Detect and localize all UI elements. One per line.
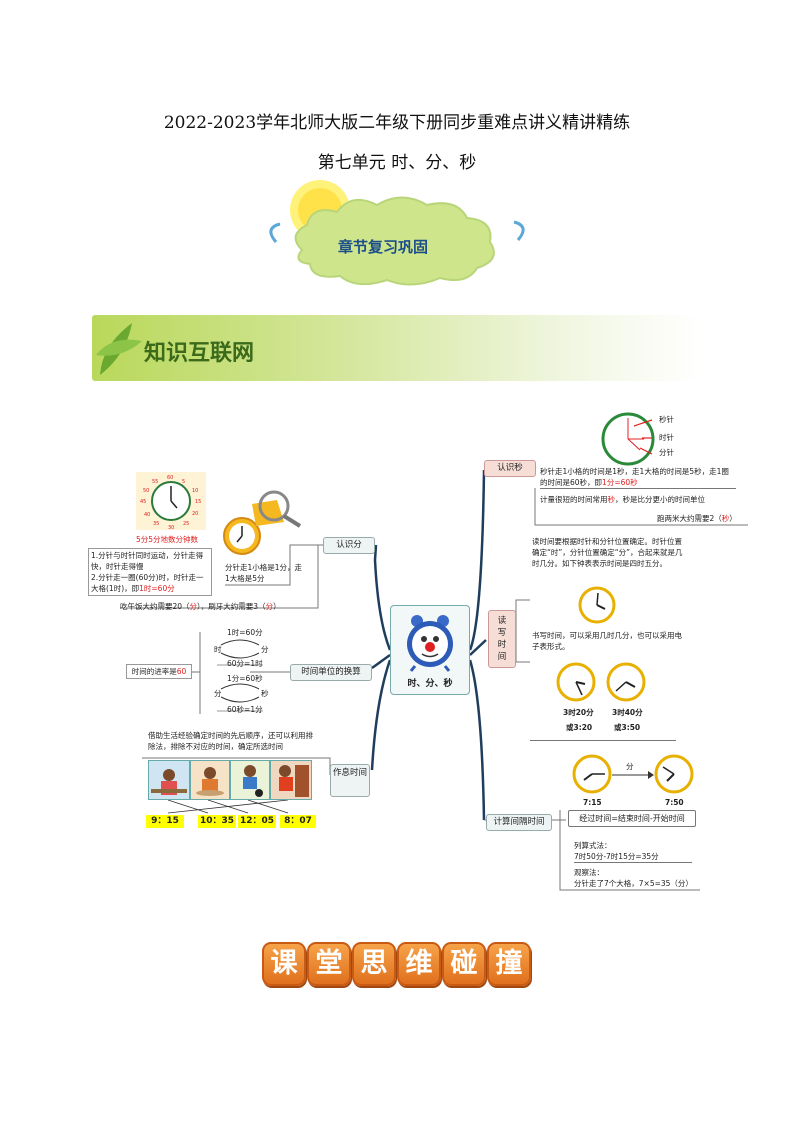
- center-node: 时、分、秒: [390, 605, 470, 695]
- clock-3-40-icon: [606, 662, 646, 702]
- leaf-icon: [96, 323, 142, 375]
- svg-text:40: 40: [144, 512, 150, 518]
- time-chip-3: 12：05: [238, 815, 276, 828]
- chapter-review-label: 章节复习巩固: [338, 238, 429, 256]
- clock-7-50-icon: [654, 754, 694, 794]
- time-chip-1: 9：15: [146, 815, 184, 828]
- svg-text:20: 20: [192, 511, 198, 517]
- second-clock-icon: [601, 412, 655, 466]
- calc-text: 7时50分-7时15分=35分: [574, 851, 692, 863]
- clock-a-alt: 或3:20: [566, 723, 593, 732]
- chapter-review-banner: 章节复习巩固: [262, 180, 532, 290]
- svg-text:50: 50: [143, 488, 149, 494]
- svg-text:30: 30: [168, 525, 174, 530]
- label-minute-hand: 分针: [659, 448, 674, 457]
- read-note: 读时间要根据时针和分针位置确定。时针位置确定“时”，分针位置确定“分”，合起来就…: [532, 537, 683, 568]
- minute-note: 分针走1小格是1分，走1大格是5分: [225, 563, 303, 583]
- unit-note: 计量很短的时间常用秒，秒是比分更小的时间单位: [540, 495, 705, 504]
- svg-text:10: 10: [192, 488, 198, 494]
- center-label: 时、分、秒: [407, 679, 453, 689]
- branch-read-write: 读写时间: [488, 610, 516, 668]
- alarm-clock-icon: [407, 615, 453, 672]
- label-hour-hand: 时针: [659, 433, 674, 442]
- observe-text: 分针走了7个大格，7×5=35（分）: [574, 879, 693, 888]
- branch-conversion: 时间单位的换算: [290, 664, 372, 681]
- time-chip-2: 10：35: [198, 815, 236, 828]
- svg-text:25: 25: [183, 521, 189, 527]
- picture-playing: [230, 760, 270, 800]
- unit-subtitle: 第七单元 时、分、秒: [317, 153, 477, 173]
- svg-text:60: 60: [167, 475, 173, 481]
- clock-7-15-icon: [572, 754, 612, 794]
- clock-3-20-icon: [556, 662, 596, 702]
- picture-leaving: [270, 760, 312, 800]
- write-note: 书写时间，可以采用几时几分，也可以采用电子表形式。: [532, 631, 682, 651]
- svg-text:35: 35: [153, 521, 159, 527]
- clock-a-label: 3时20分: [563, 708, 594, 717]
- unit-minute-2: 分: [214, 689, 222, 698]
- svg-text:55: 55: [152, 479, 158, 485]
- unit-hour: 时: [214, 645, 222, 654]
- picture-reading: [148, 760, 190, 800]
- run-note: 跑两米大约需要2（秒）: [657, 514, 737, 523]
- minute-rules: 1.分针与时针同时运动，分针走得快，时针走得慢 2.分针走一圈(60分)时，时针…: [88, 548, 212, 596]
- clock-caption: 5分5分地数分钟数: [136, 535, 199, 544]
- footer-char-1: 课: [262, 942, 306, 986]
- clock-b-label: 3时40分: [612, 708, 643, 717]
- eq-hour-minute: 1时=60分: [227, 628, 263, 637]
- sun-cloud-icon: [269, 180, 525, 286]
- schedule-note: 借助生活经验确定时间的先后顺序，还可以利用排除法，排除不对应的时间，确定所选时间: [148, 731, 313, 751]
- branch-second: 认识秒: [484, 460, 536, 477]
- unit-second: 秒: [261, 689, 269, 698]
- svg-text:5: 5: [182, 479, 185, 485]
- footer-char-2: 堂: [307, 942, 351, 986]
- observe-title: 观察法：: [574, 868, 604, 877]
- clock-four-five-icon: [578, 586, 616, 624]
- arrow-label: 分: [626, 762, 634, 771]
- svg-text:15: 15: [195, 499, 201, 505]
- eq-minute-second: 1分=60秒: [227, 674, 263, 683]
- estimate-note: 吃午饭大约需要20（分），刷牙大约需要3（分）: [120, 602, 281, 611]
- calc-title: 列算式法：: [574, 841, 612, 850]
- section-banner: 知识互联网: [92, 315, 700, 381]
- footer-char-5: 碰: [442, 942, 486, 986]
- rate-label: 时间的进率是60: [126, 664, 192, 679]
- eq-second-minute: 60秒=1分: [227, 705, 263, 714]
- branch-schedule: 作息时间: [330, 764, 370, 797]
- second-note: 秒针走1小格的时间是1秒，走1大格的时间是5秒，走1圈的时间是60秒，即1分=6…: [540, 466, 736, 489]
- document-title: 2022-2023学年北师大版二年级下册同步重难点讲义精讲精练: [163, 113, 631, 133]
- time-chip-4: 8：07: [280, 815, 316, 828]
- classroom-thinking-banner: 课 堂 思 维 碰 撞: [262, 940, 534, 988]
- section-title: 知识互联网: [144, 341, 255, 366]
- footer-char-4: 维: [397, 942, 441, 986]
- footer-char-6: 撞: [487, 942, 531, 986]
- clock-b-alt: 或3:50: [614, 723, 641, 732]
- interval-arrow-icon: [612, 771, 654, 779]
- start-time: 7:15: [583, 798, 602, 807]
- end-time: 7:50: [665, 798, 684, 807]
- branch-minute: 认识分: [323, 537, 375, 554]
- svg-text:45: 45: [140, 499, 146, 505]
- unit-minute: 分: [261, 645, 269, 654]
- conversion-block: 1时=60分 时 分 60分=1时 1分=60秒 分 秒 60秒=1分: [205, 625, 275, 720]
- eq-minute-hour: 60分=1时: [227, 659, 263, 668]
- picture-eating: [190, 760, 230, 800]
- formula-box: 经过时间=结束时间-开始时间: [568, 810, 696, 827]
- magnifier-clock-icon: [223, 490, 302, 555]
- schedule-pictures: [148, 760, 312, 814]
- label-second-hand: 秒针: [659, 415, 674, 424]
- footer-char-3: 思: [352, 942, 396, 986]
- branch-interval: 计算间隔时间: [486, 814, 552, 831]
